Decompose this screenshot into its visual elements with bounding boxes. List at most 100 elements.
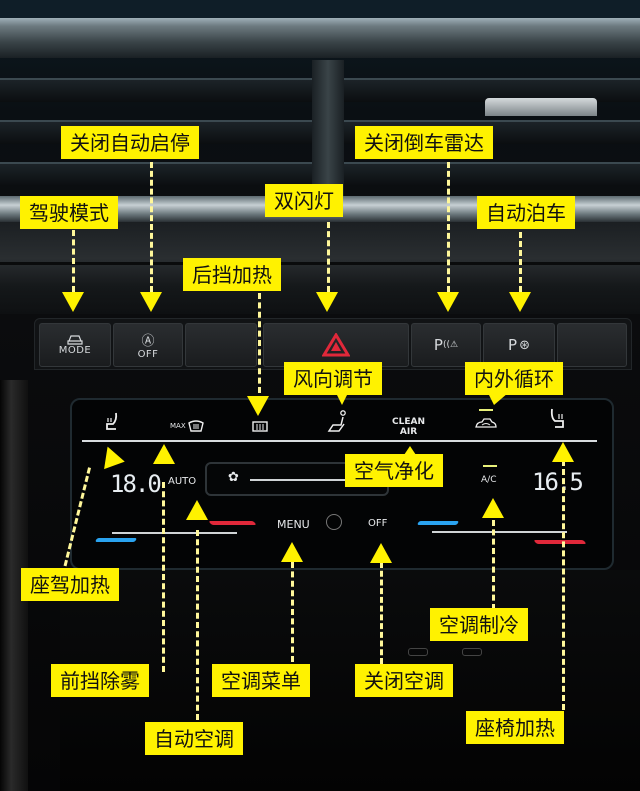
- leader-line: [72, 230, 75, 292]
- hazard-button[interactable]: [263, 323, 409, 367]
- recirculation-indicator: [479, 409, 493, 411]
- drive-mode-button[interactable]: MODE: [39, 323, 111, 367]
- callout-air-purification: 空气净化: [345, 454, 443, 487]
- passenger-temp-slider[interactable]: [432, 531, 567, 533]
- callout-pointer: [488, 393, 508, 405]
- callout-ac-cooling: 空调制冷: [430, 608, 528, 641]
- clean-label: CLEAN: [392, 417, 425, 427]
- dashboard-silver-bar: [0, 18, 640, 58]
- leader-line: [196, 530, 199, 720]
- dashboard-seam: [0, 262, 640, 265]
- air-vent-slat: [0, 162, 312, 186]
- usb-port[interactable]: [408, 648, 428, 656]
- leader-line: [150, 162, 153, 292]
- callout-hazard-lights: 双闪灯: [265, 184, 343, 217]
- leader-line: [162, 482, 165, 672]
- callout-air-direction: 风向调节: [284, 362, 382, 395]
- callout-parking-radar-off: 关闭倒车雷达: [355, 126, 493, 159]
- mode-label: MODE: [58, 345, 92, 356]
- callout-pointer: [336, 393, 348, 405]
- ac-off-button[interactable]: OFF: [368, 518, 388, 529]
- max-label: MAX: [170, 422, 186, 430]
- arrow-down-icon: [140, 292, 162, 312]
- arrow-down-icon: [247, 396, 269, 416]
- blank-button-right[interactable]: [557, 323, 627, 367]
- arrow-up-icon: [153, 444, 175, 464]
- auto-start-stop-button[interactable]: Ⓐ OFF: [113, 323, 183, 367]
- driver-seat-heat-button[interactable]: [104, 412, 122, 435]
- p-label: P: [508, 336, 518, 354]
- callout-rear-window-heat: 后挡加热: [183, 258, 281, 291]
- circle-a-icon: Ⓐ: [141, 334, 155, 349]
- arrow-down-icon: [62, 292, 84, 312]
- callout-ac-menu: 空调菜单: [212, 664, 310, 697]
- ambient-light-sensor: [326, 514, 342, 530]
- panel-divider: [82, 440, 597, 442]
- clean-air-button[interactable]: CLEAN AIR: [392, 417, 425, 437]
- rear-defrost-icon: [252, 421, 268, 432]
- leader-line: [562, 460, 565, 710]
- menu-button[interactable]: MENU: [277, 518, 310, 531]
- arrow-down-icon: [509, 292, 531, 312]
- leader-line: [380, 562, 383, 664]
- air-direction-button[interactable]: [327, 410, 349, 437]
- usb-port[interactable]: [462, 648, 482, 656]
- ac-indicator: [483, 465, 497, 467]
- recirculation-button[interactable]: [474, 418, 498, 433]
- p-label: P: [433, 336, 443, 354]
- arrow-up-icon: [281, 542, 303, 562]
- front-defrost-icon: [187, 420, 204, 432]
- vent-adjuster-tab[interactable]: [485, 98, 597, 116]
- air-vent-slat: [344, 162, 640, 186]
- leader-line: [258, 293, 261, 393]
- leader-line: [447, 162, 450, 292]
- callout-drive-mode: 驾驶模式: [20, 196, 118, 229]
- arrow-up-icon: [186, 500, 208, 520]
- fan-icon: ✿: [228, 470, 239, 485]
- passenger-temp-hot-indicator: [533, 540, 587, 544]
- driver-temp-cold-indicator: [94, 538, 138, 542]
- passenger-temperature-display: 16.5: [532, 468, 584, 496]
- callout-front-defog: 前挡除雾: [51, 664, 149, 697]
- callout-recirculation: 内外循环: [465, 362, 563, 395]
- leader-line: [519, 232, 522, 292]
- callout-auto-ac: 自动空调: [145, 722, 243, 755]
- callout-seat-heat: 座椅加热: [466, 711, 564, 744]
- arrow-up-icon: [552, 442, 574, 462]
- driver-temperature-display: 18.0: [110, 470, 162, 498]
- air-label: AIR: [399, 427, 418, 437]
- leader-line: [492, 520, 495, 610]
- park-distance-control-button[interactable]: P ((⚠: [411, 323, 481, 367]
- auto-button[interactable]: AUTO: [168, 476, 197, 487]
- passenger-seat-heat-button[interactable]: [549, 408, 567, 433]
- parking-assist-icon: ⊛: [519, 337, 530, 353]
- blank-button[interactable]: [185, 323, 257, 367]
- off-label: OFF: [137, 349, 159, 360]
- callout-auto-start-stop-off: 关闭自动启停: [61, 126, 199, 159]
- rear-defrost-button[interactable]: [252, 421, 268, 436]
- park-assist-button[interactable]: P ⊛: [483, 323, 555, 367]
- driver-temp-hot-indicator: [208, 521, 257, 525]
- ac-button[interactable]: A/C: [481, 475, 497, 485]
- front-defrost-button[interactable]: MAX: [170, 420, 204, 432]
- leader-line: [291, 562, 294, 662]
- driver-temp-slider[interactable]: [112, 532, 237, 534]
- callout-driver-seat-heat: 座驾加热: [21, 568, 119, 601]
- leader-line: [327, 222, 330, 292]
- parking-sensor-icon: ((⚠: [442, 340, 459, 350]
- air-direction-seat-icon: [327, 410, 346, 432]
- dashboard-top-trim: [0, 0, 640, 18]
- arrow-down-icon: [316, 292, 338, 312]
- air-vent-slat: [0, 78, 312, 102]
- car-mode-icon: [67, 335, 83, 345]
- recirculation-car-icon: [475, 418, 497, 428]
- seat-heat-icon: [106, 412, 118, 430]
- fan-slider-track[interactable]: [250, 479, 375, 481]
- arrow-up-icon: [370, 543, 392, 563]
- callout-ac-off: 关闭空调: [355, 664, 453, 697]
- callout-auto-parking: 自动泊车: [477, 196, 575, 229]
- hazard-triangle-icon: [322, 333, 350, 357]
- arrow-down-icon: [437, 292, 459, 312]
- vent-divider: [312, 60, 344, 200]
